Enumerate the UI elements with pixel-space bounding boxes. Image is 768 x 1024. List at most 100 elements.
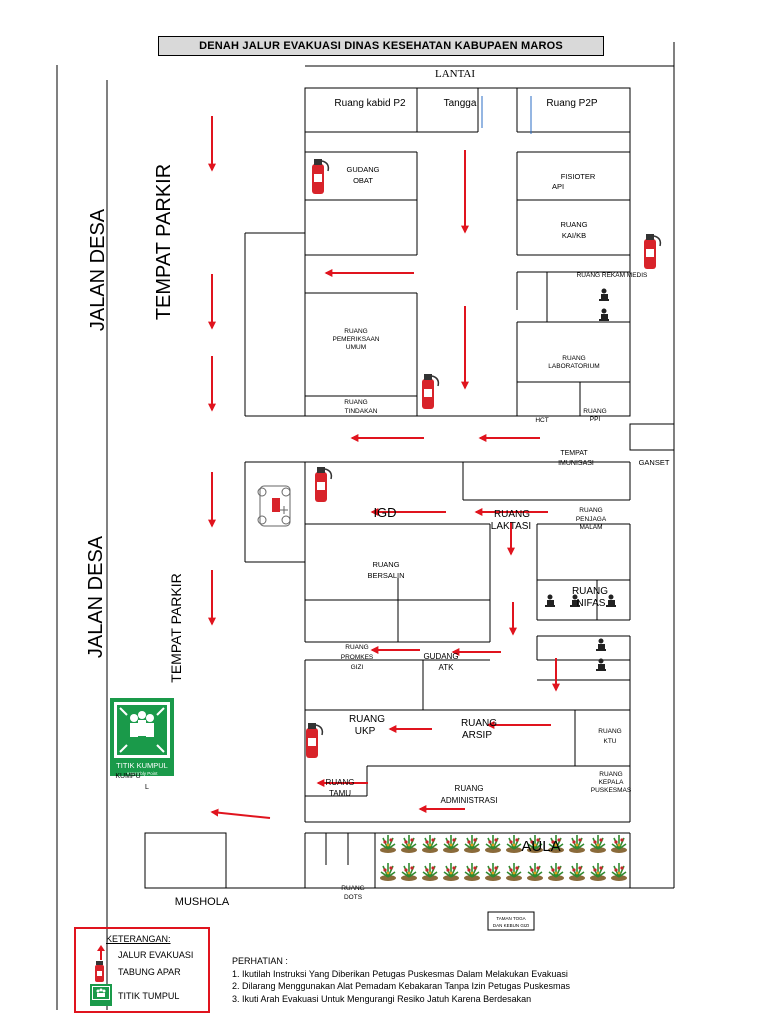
plant-icon — [485, 835, 501, 853]
room-tindakan-1: RUANG — [344, 399, 367, 406]
plant-icon — [527, 863, 543, 881]
evacuation-arrows — [208, 116, 560, 819]
notes-block: PERHATIAN : 1. Ikutilah Instruksi Yang D… — [232, 955, 570, 1005]
plant-icon — [380, 835, 396, 853]
plant-icon — [611, 835, 627, 853]
fire-extinguisher-icon — [315, 467, 333, 502]
plant-icon — [590, 863, 606, 881]
plant-icon — [485, 863, 501, 881]
room-administrasi-2: ADMINISTRASI — [441, 796, 498, 805]
room-administrasi-1: RUANG — [455, 784, 484, 793]
site-boundary — [56, 42, 675, 1010]
room-fisioterapi-2: API — [552, 182, 564, 191]
plant-icon — [548, 835, 564, 853]
room-kai-kb-1: RUANG — [560, 220, 587, 229]
plant-icon — [506, 835, 522, 853]
plant-icon — [422, 863, 438, 881]
room-tangga: Tangga — [444, 98, 477, 109]
room-promkes-3: GIZI — [351, 664, 364, 671]
legend-item-apar: TABUNG APAR — [118, 967, 181, 977]
room-ppi-2: PPI — [590, 416, 601, 423]
parking-label-top: TEMPAT PARKIR — [153, 164, 175, 320]
room-ktu-2: KTU — [604, 738, 617, 745]
notes-heading: PERHATIAN : — [232, 956, 288, 966]
plant-icon — [506, 863, 522, 881]
room-bersalin-2: BERSALIN — [367, 571, 404, 580]
room-gudang-atk-2: ATK — [439, 663, 455, 672]
room-fisioterapi-1: FISIOTER — [561, 172, 596, 181]
room-dots-2: DOTS — [344, 894, 363, 901]
room-rekam-medis: RUANG REKAM MEDIS — [577, 272, 648, 279]
plant-icon — [590, 835, 606, 853]
assembly-below-1: KUMPU — [115, 773, 140, 780]
fire-extinguisher-icon — [306, 723, 324, 758]
legend-item-jalur: JALUR EVAKUASI — [118, 950, 194, 960]
fire-extinguisher-icon — [644, 234, 662, 269]
room-bersalin-1: RUANG — [372, 560, 399, 569]
room-penjaga-1: RUANG — [579, 507, 602, 514]
room-tamu-2: TAMU — [329, 789, 351, 798]
room-igd: IGD — [373, 505, 396, 520]
plant-icon — [401, 835, 417, 853]
parking-label-bottom: TEMPAT PARKIR — [168, 573, 184, 682]
plant-icon — [569, 863, 585, 881]
assembly-sign-line1: TITIK KUMPUL — [116, 761, 168, 770]
room-gudang-obat-1: GUDANG — [347, 165, 380, 174]
note-item-2: 2. Dilarang Menggunakan Alat Pemadam Keb… — [232, 981, 571, 991]
room-pemeriksaan-2: PEMERIKSAAN — [333, 336, 380, 343]
fire-extinguisher-icon — [312, 159, 330, 194]
plant-icon — [548, 863, 564, 881]
room-dots-1: RUANG — [341, 885, 364, 892]
plant-icon — [380, 863, 396, 881]
legend-heading: KETERANGAN: — [106, 934, 171, 944]
plant-icon — [527, 835, 543, 853]
room-kepala-1: RUANG — [599, 771, 622, 778]
room-tamu-1: RUANG — [326, 778, 355, 787]
room-laktasi-2: LAKTASI — [491, 521, 531, 532]
room-laboratorium-2: LABORATORIUM — [548, 363, 599, 370]
room-nifas-2: NIFAS — [577, 598, 606, 609]
legend-box: KETERANGAN: JALUR EVAKUASI TABUNG APAR T… — [74, 927, 210, 1013]
plant-icon — [401, 863, 417, 881]
plant-icon — [422, 835, 438, 853]
garden-plants-icon — [380, 835, 627, 881]
plan-title: DENAH JALUR EVAKUASI DINAS KESEHATAN KAB… — [158, 36, 604, 56]
road-label-top: JALAN DESA — [87, 208, 109, 331]
fire-extinguisher-icon — [422, 374, 440, 409]
room-imunisasi-1: TEMPAT — [560, 450, 588, 457]
room-gudang-atk-1: GUDANG — [423, 652, 458, 661]
assembly-sign-line2: Assembly Point — [126, 771, 158, 776]
room-pemeriksaan-1: RUANG — [344, 328, 367, 335]
room-kepala-3: PUSKESMAS — [591, 787, 632, 794]
building-walls — [144, 87, 675, 931]
floor-label: LANTAI — [435, 68, 475, 80]
fire-extinguisher-icon — [95, 961, 104, 982]
legend-item-titik: TITIK TUMPUL — [118, 991, 180, 1001]
room-tindakan-2: TINDAKAN — [345, 408, 378, 415]
room-penjaga-3: MALAM — [579, 524, 602, 531]
assembly-point-sign — [110, 698, 174, 776]
room-hct: HCT — [535, 417, 548, 424]
doors — [481, 96, 532, 134]
arrow-up-icon — [97, 945, 105, 960]
room-arsip-1: RUANG — [461, 718, 497, 729]
room-imunisasi-2: IMUNISASI — [558, 460, 594, 467]
note-item-1: 1. Ikutilah Instruksi Yang Diberikan Pet… — [232, 968, 568, 979]
assembly-point-icon — [90, 984, 112, 1006]
road-label-bottom: JALAN DESA — [85, 535, 107, 658]
patient-seat-icon — [545, 288, 616, 671]
room-gudang-obat-2: OBAT — [353, 176, 373, 185]
room-p2p: Ruang P2P — [546, 98, 597, 109]
room-aula: AULA — [521, 838, 560, 855]
room-laktasi-1: RUANG — [494, 509, 530, 520]
note-item-3: 3. Ikuti Arah Evakuasi Untuk Mengurangi … — [232, 993, 532, 1004]
plant-icon — [443, 863, 459, 881]
room-ktu-1: RUANG — [598, 728, 621, 735]
plant-icon — [464, 835, 480, 853]
room-kai-kb-2: KAI/KB — [562, 231, 586, 240]
plant-icon — [611, 863, 627, 881]
plant-icon — [443, 835, 459, 853]
room-arsip-2: ARSIP — [462, 730, 492, 741]
room-laboratorium-1: RUANG — [562, 355, 585, 362]
